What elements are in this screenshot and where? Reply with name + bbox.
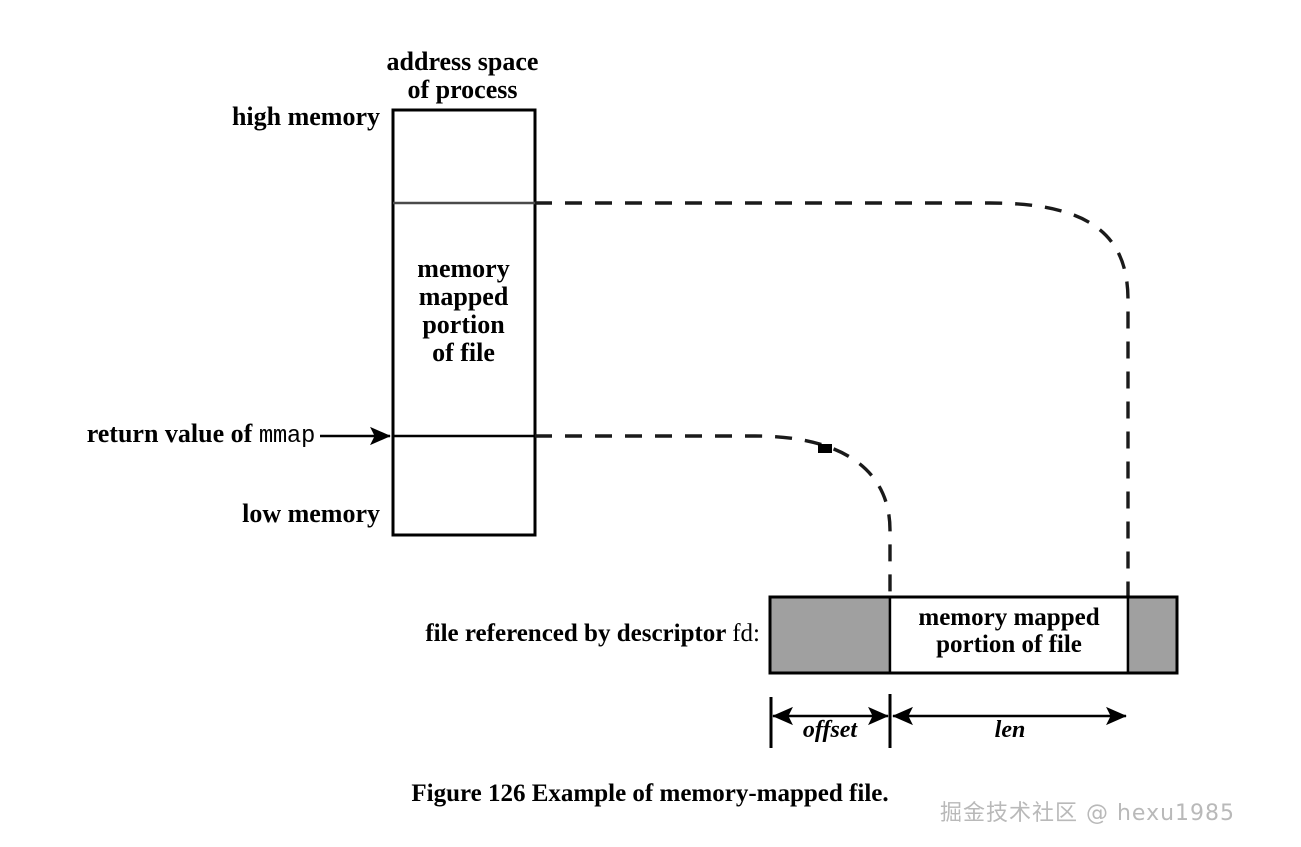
file-box (768, 595, 1179, 675)
upper-dashed-connector (535, 201, 1130, 596)
mmap-call-name: mmap (258, 423, 315, 450)
file-offset-shaded-region (768, 595, 892, 675)
high-memory-label: high memory (231, 102, 380, 131)
process-mapped-region-label: memory mapped portion of file (380, 254, 547, 368)
return-value-label: return value of mmap (40, 419, 316, 450)
file-box-outline (768, 595, 1179, 675)
file-descriptor-label: file referenced by descriptor fd: (360, 620, 760, 647)
process-mapped-region-line2: mapped (418, 282, 509, 312)
file-mapped-region-line1: memory mapped (918, 604, 1100, 631)
return-value-text: return value of (86, 419, 259, 448)
process-mapped-region-line3: portion (422, 310, 505, 340)
process-mapped-region-line1: memory (417, 254, 510, 283)
file-descriptor-value: fd: (732, 620, 760, 647)
file-mapped-region-label: memory mapped portion of file (893, 604, 1125, 658)
process-address-space-box (391, 108, 537, 537)
process-mapped-region-line4: of file (432, 338, 495, 368)
lower-dashed-connector (535, 434, 892, 596)
file-descriptor-text: file referenced by descriptor (425, 620, 733, 647)
file-tail-shaded-region (1126, 595, 1179, 675)
watermark: 掘金技术社区 @ hexu1985 (940, 801, 1236, 826)
len-label: len (994, 717, 1026, 743)
address-space-title-line2: of process (407, 75, 518, 105)
address-space-title-line1: address space (386, 47, 539, 76)
offset-label: offset (802, 717, 858, 743)
file-mapped-region-line2: portion of file (936, 631, 1082, 658)
lower-connector-tick (818, 444, 832, 453)
address-space-title: address space of process (330, 47, 595, 105)
figure-caption: Figure 126 Example of memory-mapped file… (411, 780, 889, 807)
dimension-markers (769, 694, 1127, 748)
low-memory-label: low memory (242, 499, 380, 528)
